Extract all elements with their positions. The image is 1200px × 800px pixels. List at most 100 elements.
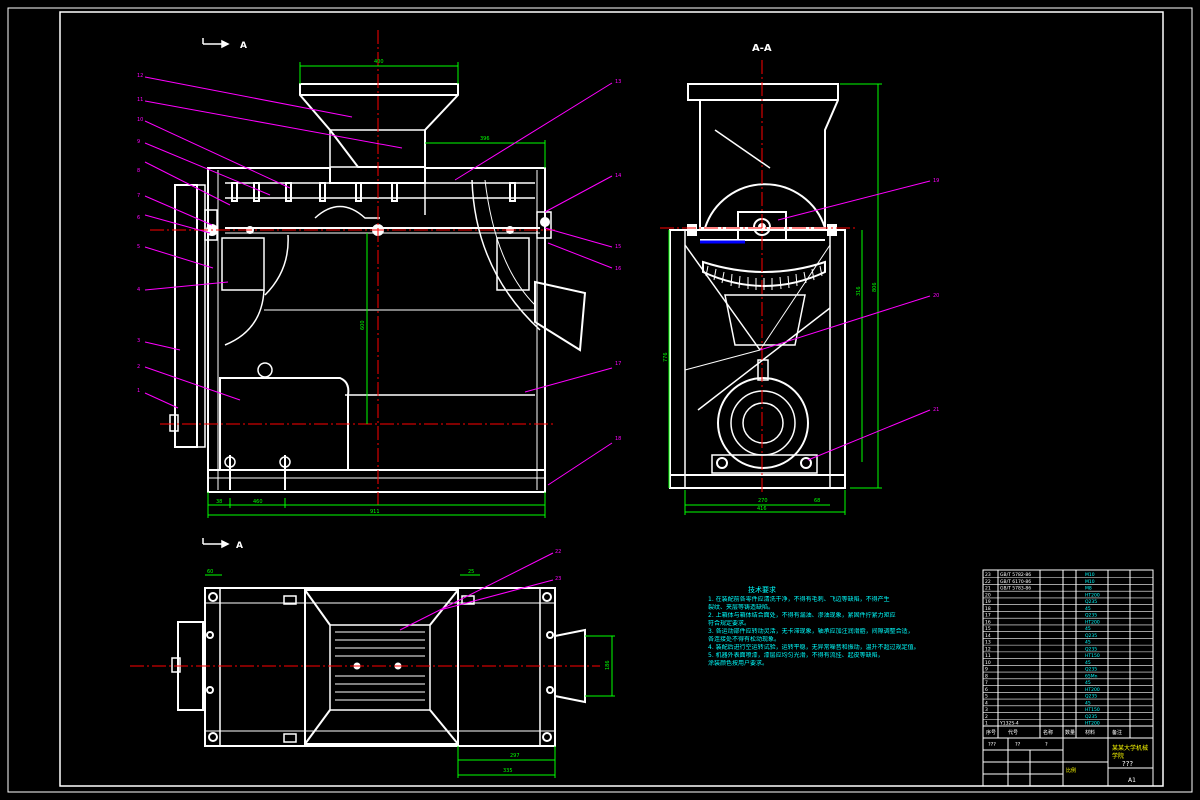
bom-cell: HT200: [1085, 592, 1100, 598]
top-view-label: A: [236, 541, 243, 551]
bom-cell: Q235: [1085, 599, 1097, 605]
bom-cell: Q235: [1085, 714, 1097, 720]
bom-cell: Q235: [1085, 613, 1097, 619]
bom-cell: 7: [985, 680, 988, 686]
svg-text:代号: 代号: [1008, 729, 1018, 736]
svg-text:17: 17: [615, 361, 621, 367]
bom-cell: 10: [985, 660, 991, 666]
bom-cell: HT150: [1085, 653, 1100, 659]
bom-cell: 45: [1085, 606, 1091, 612]
bom-cell: 14: [985, 633, 991, 639]
title-mark-0: ???: [988, 742, 996, 748]
front-leaders: [144, 76, 613, 486]
bom-cell: HT200: [1085, 687, 1100, 693]
rotor-pins: [231, 182, 516, 202]
section-balloons: 19 20 21: [933, 178, 939, 413]
bom-cell: 8: [985, 673, 988, 679]
front-view-label: A: [240, 41, 247, 51]
dim-section-inner: 316: [856, 286, 862, 296]
bom-cell: 20: [985, 592, 991, 598]
dim-front-height: 600: [360, 320, 366, 330]
dim-section-overall: 416: [757, 506, 767, 512]
bom-cell: 15: [985, 626, 991, 632]
bom-cell: Q235: [1085, 667, 1097, 673]
front-dimensions: [207, 62, 546, 518]
outer-border: [7, 7, 1193, 793]
top-balloons: 22 23: [555, 549, 561, 582]
note-line: 1. 在装配前各零件应清洗干净，不得有毛刺、飞边等缺陷，不得产生: [708, 596, 890, 603]
svg-text:15: 15: [615, 244, 621, 250]
bom-cell: HT200: [1085, 721, 1100, 727]
svg-text:12: 12: [137, 73, 143, 79]
dim-front-left: 38: [216, 499, 222, 505]
title-scale-label: 比例: [1066, 767, 1076, 774]
section-dimensions: [668, 83, 882, 515]
bom-cell: 6: [985, 687, 988, 693]
svg-text:数量: 数量: [1065, 729, 1075, 736]
bom-cell: Q235: [1085, 694, 1097, 700]
bom-cell: M10: [1085, 572, 1095, 578]
bom-cell: HT200: [1085, 619, 1100, 625]
title-school: 某某大学机械: [1112, 744, 1148, 752]
front-centerlines: [150, 30, 555, 505]
svg-text:14: 14: [615, 173, 621, 179]
dim-section-outer: 806: [872, 282, 878, 292]
dim-front-overall: 911: [370, 509, 380, 515]
note-line: 涂装颜色按用户要求。: [708, 660, 769, 667]
bom-cell: GB/T 6170-86: [1000, 579, 1031, 585]
svg-text:材料: 材料: [1085, 729, 1095, 736]
front-view: [169, 38, 587, 493]
dim-section-left: 776: [663, 352, 669, 362]
svg-text:21: 21: [933, 407, 939, 413]
inner-border: [59, 11, 1164, 787]
bom-cell: 9: [985, 667, 988, 673]
bom-cell: 11: [985, 653, 991, 659]
svg-text:10: 10: [137, 117, 143, 123]
section-motor: [717, 377, 809, 469]
bom-cell: Q235: [1085, 633, 1097, 639]
bom-cell: Y132S-4: [999, 721, 1019, 727]
bom-cell: 45: [1085, 680, 1091, 686]
dim-top-height: 186: [605, 660, 611, 670]
svg-text:2: 2: [137, 364, 140, 370]
note-line: 2. 上箱体与箱体结合面处，不得有漏油、渗油现象，紧固件拧紧力矩应: [708, 612, 896, 619]
note-line: 符合规定要求。: [708, 620, 751, 627]
bom-cell: Q235: [1085, 646, 1097, 652]
title-block: [982, 737, 1154, 787]
bom-cell: 17: [985, 613, 991, 619]
technical-notes: 技术要求 1. 在装配前各零件应清洗干净，不得有毛刺、飞边等缺陷，不得产生 裂纹…: [708, 586, 918, 668]
rotor-housing: [704, 183, 826, 229]
note-line: 4. 装配后进行空运转试验，运转平稳，无异常噪音和振动，温升不超过规定值。: [708, 644, 918, 651]
svg-text:20: 20: [933, 293, 939, 299]
section-leaders: [759, 180, 931, 461]
title-subtitle: 学院: [1112, 752, 1124, 760]
bom-cell: GB/T 5783-86: [1000, 586, 1031, 592]
svg-text:22: 22: [555, 549, 561, 555]
dim-section-small: 68: [814, 498, 820, 504]
top-dimensions: [205, 574, 615, 778]
bom-cell: 23: [985, 572, 991, 578]
dim-front-top: 400: [374, 59, 384, 65]
svg-text:4: 4: [137, 287, 140, 293]
bom-cell: 21: [985, 586, 991, 592]
svg-text:23: 23: [555, 576, 561, 582]
bom-cell: 3: [985, 707, 988, 713]
svg-text:5: 5: [137, 244, 140, 250]
note-line: 各连接处不得有松动现象。: [708, 636, 781, 643]
bom-cell: 65Mn: [1085, 673, 1098, 679]
outlet-chute: [534, 280, 587, 352]
svg-text:名称: 名称: [1043, 729, 1053, 736]
view-arrow-front: [202, 38, 230, 49]
bom-cell: 45: [1085, 640, 1091, 646]
svg-text:9: 9: [137, 139, 140, 145]
dim-top-inner: 297: [510, 753, 520, 759]
motor: [219, 377, 350, 471]
section-view: [669, 83, 846, 489]
svg-text:8: 8: [137, 168, 140, 174]
bom-cell: 19: [985, 599, 991, 605]
bom-header-cells: 序号 代号 名称 数量 材料 备注: [986, 729, 1122, 736]
view-arrow-top: [202, 538, 230, 549]
svg-text:备注: 备注: [1112, 729, 1122, 736]
